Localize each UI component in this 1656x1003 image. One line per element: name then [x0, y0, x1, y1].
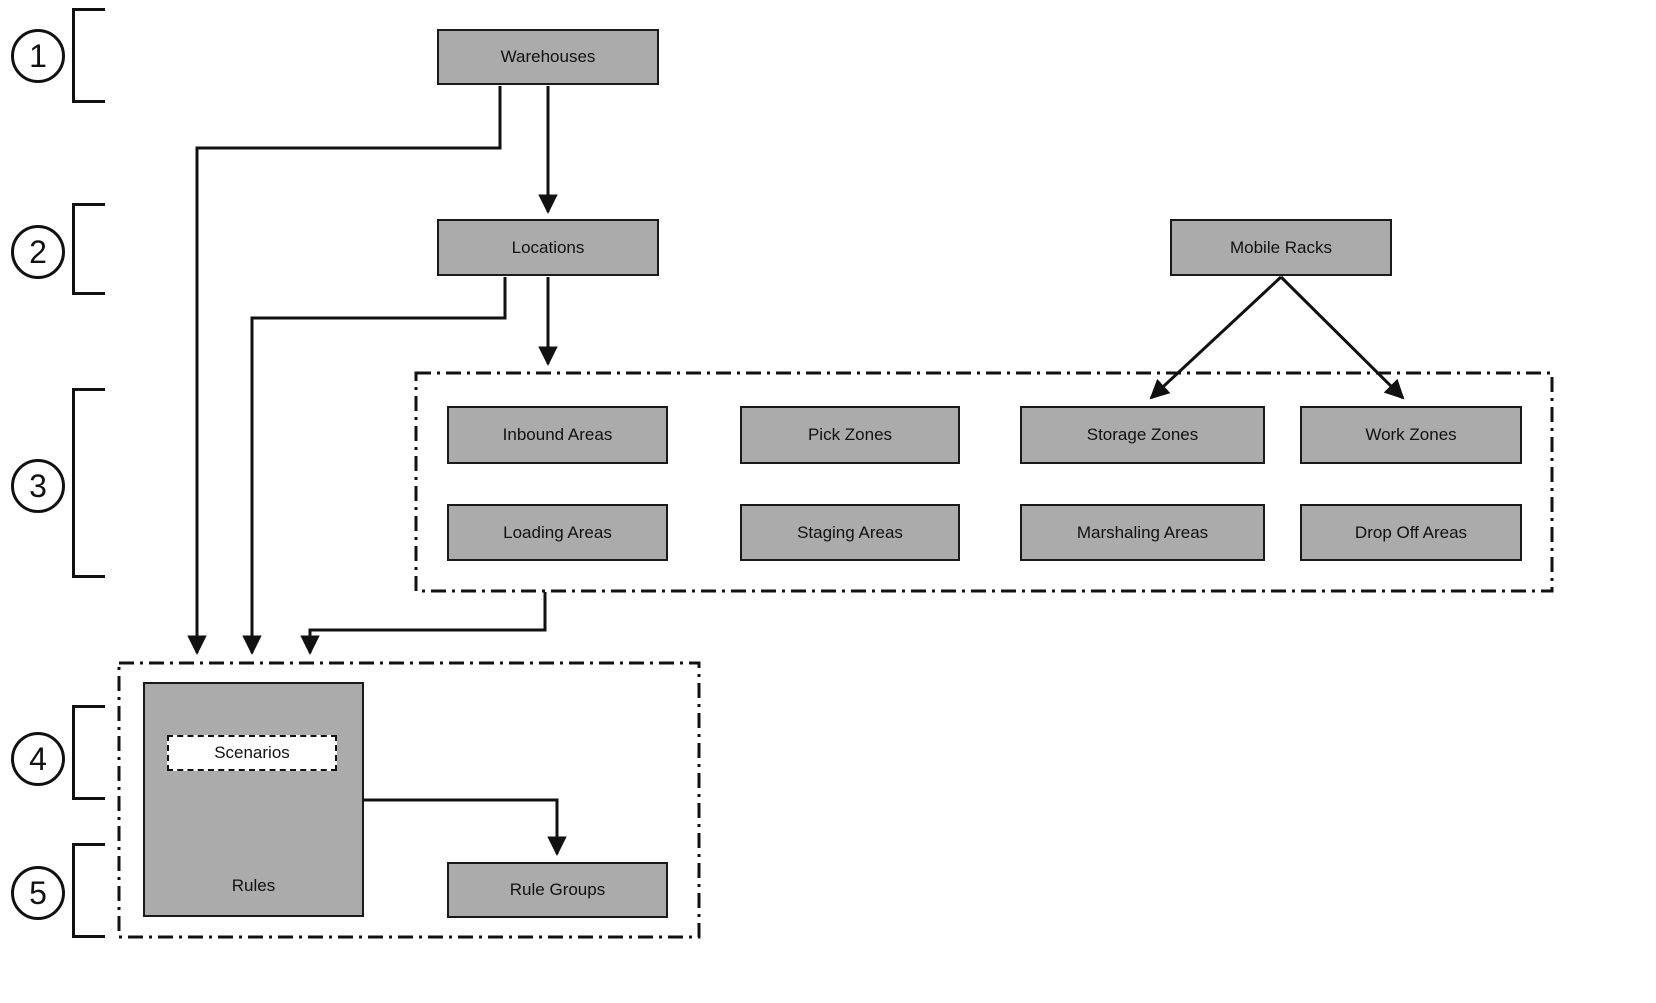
node-marshaling-areas: Marshaling Areas — [1020, 504, 1265, 561]
level-1-marker: 1 — [11, 29, 65, 83]
level-4-bracket — [72, 705, 105, 800]
level-5-marker: 5 — [11, 866, 65, 920]
node-drop-off-areas: Drop Off Areas — [1300, 504, 1522, 561]
level-2-marker: 2 — [11, 225, 65, 279]
level-2-bracket — [72, 203, 105, 295]
node-warehouses: Warehouses — [437, 29, 659, 85]
node-work-zones: Work Zones — [1300, 406, 1522, 464]
level-4-marker: 4 — [11, 732, 65, 786]
level-1-bracket — [72, 8, 105, 103]
node-loading-areas: Loading Areas — [447, 504, 668, 561]
node-storage-zones: Storage Zones — [1020, 406, 1265, 464]
node-scenarios: Scenarios — [167, 735, 337, 771]
node-mobile-racks: Mobile Racks — [1170, 219, 1392, 276]
level-3-marker: 3 — [11, 459, 65, 513]
arrow-location-types-to-scenario-container — [300, 592, 547, 655]
arrow-mobile-racks-to-work-zones — [1279, 275, 1405, 400]
arrow-mobile-racks-to-storage-zones — [1149, 275, 1283, 400]
location-types-container — [414, 371, 1554, 593]
node-rules: Rules — [231, 876, 276, 895]
scenario-rules-container — [117, 661, 701, 939]
scenario-block — [143, 682, 364, 917]
node-staging-areas: Staging Areas — [740, 504, 960, 561]
arrow-locations-to-scenario-container — [242, 277, 507, 655]
node-pick-zones: Pick Zones — [740, 406, 960, 464]
node-locations: Locations — [437, 219, 659, 276]
node-rule-groups: Rule Groups — [447, 862, 668, 918]
arrow-warehouses-to-scenario-container — [187, 86, 502, 655]
level-3-bracket — [72, 388, 105, 578]
node-inbound-areas: Inbound Areas — [447, 406, 668, 464]
level-5-bracket — [72, 843, 105, 938]
